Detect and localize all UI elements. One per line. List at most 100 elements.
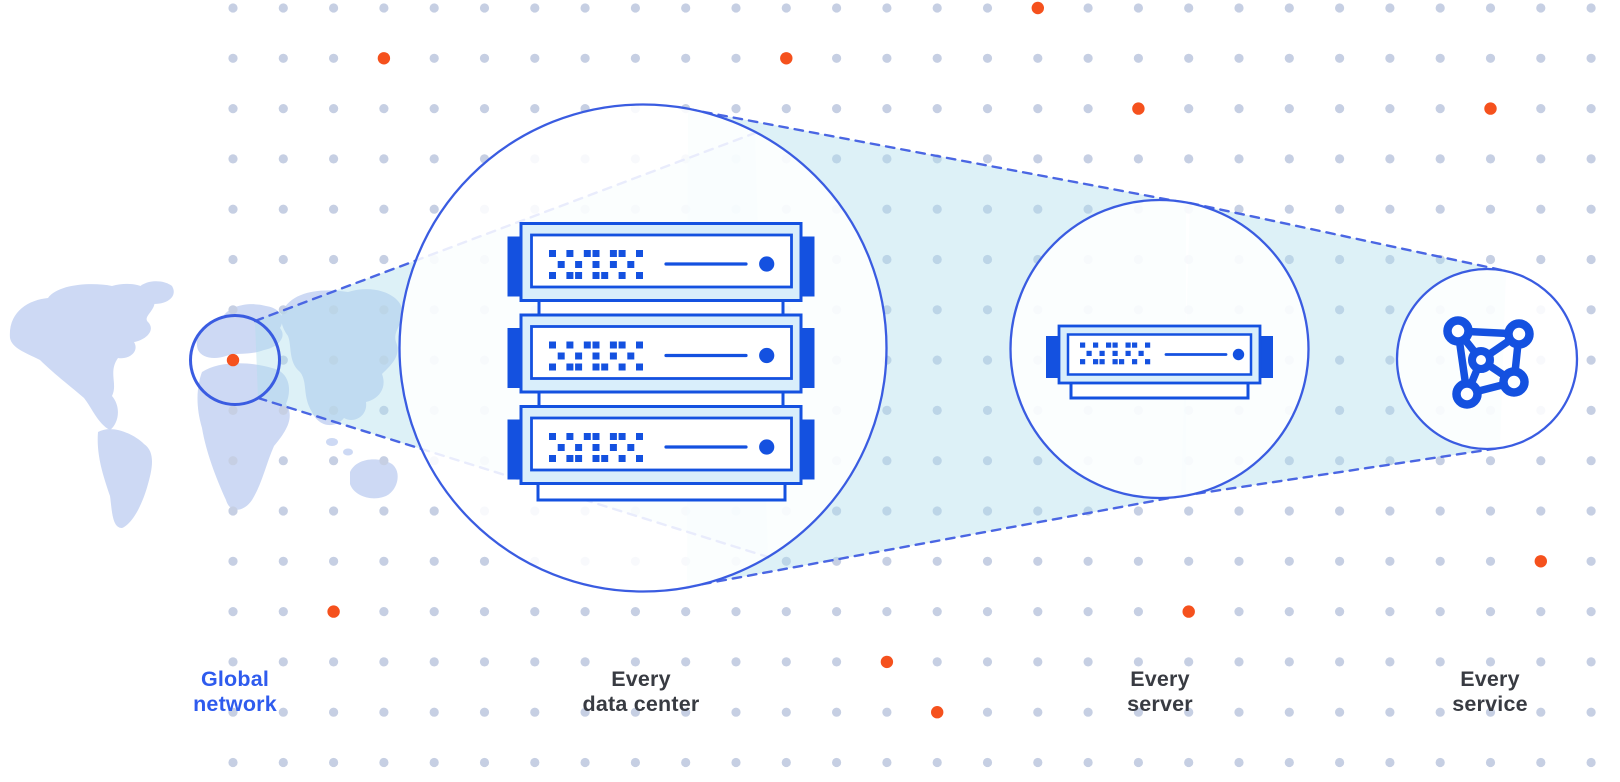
grid-dot [228, 757, 238, 768]
grid-dot [379, 305, 389, 315]
grid-dot [1083, 607, 1093, 617]
label-every-service: Every service [1452, 667, 1528, 716]
grid-dot [1033, 506, 1043, 516]
grid-dot [1586, 757, 1596, 768]
grid-dot [1586, 456, 1596, 466]
grid-dot [1033, 204, 1043, 214]
grid-dot [1133, 506, 1143, 516]
grid-dot [1335, 405, 1345, 415]
grid-dot [1083, 154, 1093, 164]
grid-dot [1335, 305, 1345, 315]
grid-dot [1284, 707, 1294, 717]
grid-dot [429, 104, 439, 114]
grid-dot [1234, 607, 1244, 617]
grid-dot [329, 405, 339, 415]
grid-dot [329, 506, 339, 516]
grid-dot [1234, 204, 1244, 214]
grid-dot [932, 556, 942, 566]
vent-square [1132, 342, 1138, 348]
grid-dot [429, 757, 439, 768]
accent-dot [1182, 605, 1195, 618]
grid-dot [630, 607, 641, 617]
grid-dot [781, 757, 791, 768]
grid-dot [630, 53, 641, 63]
accent-dot [1484, 102, 1497, 115]
grid-dot [630, 757, 641, 768]
accent-dot [1031, 1, 1045, 15]
grid-dot [1485, 506, 1496, 516]
grid-dot [1284, 53, 1294, 63]
grid-dot [1284, 456, 1294, 466]
grid-dot [278, 657, 288, 667]
grid-dot [228, 707, 238, 717]
grid-dot [882, 104, 892, 114]
vent-square [1132, 359, 1138, 365]
grid-dot [228, 104, 238, 114]
grid-dot [1485, 53, 1496, 63]
grid-dot [1485, 556, 1496, 566]
grid-dot [681, 607, 691, 617]
grid-dot [1385, 154, 1395, 164]
grid-dot [1435, 154, 1445, 164]
grid-dot [228, 3, 238, 13]
grid-dot [329, 254, 339, 265]
grid-dot [379, 607, 389, 617]
grid-dot [882, 556, 892, 566]
grid-dot [1485, 204, 1496, 214]
grid-dot [1184, 154, 1194, 164]
grid-dot [932, 456, 942, 466]
zoom-dashed-line [686, 107, 1188, 205]
grid-dot [1335, 456, 1345, 466]
grid-dot [1586, 506, 1596, 516]
grid-dot [228, 506, 238, 516]
mesh-node [1504, 319, 1534, 349]
grid-dot [329, 204, 339, 214]
grid-dot [1586, 355, 1596, 365]
grid-dot [1033, 757, 1043, 768]
grid-dot [882, 3, 892, 13]
grid-dot [228, 254, 238, 265]
grid-dot [1284, 506, 1294, 516]
grid-dot [278, 3, 288, 13]
vent-square [1112, 350, 1118, 356]
grid-dot [1083, 53, 1093, 63]
grid-dot [1536, 757, 1546, 768]
grid-dot [932, 104, 942, 114]
map-greenland [136, 281, 174, 304]
grid-dot [379, 556, 389, 566]
mesh-node [1452, 379, 1482, 409]
grid-dot [982, 707, 993, 717]
grid-dot [982, 53, 993, 63]
mesh-node [1499, 367, 1529, 397]
grid-dot [228, 405, 238, 415]
grid-dot [379, 506, 389, 516]
grid-dot [278, 707, 288, 717]
grid-dot [228, 456, 238, 466]
server-left-tab [1046, 336, 1060, 378]
grid-dot [1335, 254, 1345, 265]
grid-dot [1083, 757, 1093, 768]
grid-dot [278, 607, 288, 617]
grid-dot [1284, 657, 1294, 667]
grid-dot [329, 456, 339, 466]
grid-dot [329, 154, 339, 164]
grid-dot [1435, 657, 1445, 667]
grid-dot [278, 355, 288, 365]
grid-dot [1335, 53, 1345, 63]
grid-dot [832, 506, 842, 516]
grid-dot [1435, 707, 1445, 717]
map-north-america [9, 283, 155, 430]
grid-dot [982, 506, 993, 516]
grid-dot [932, 506, 942, 516]
vent-square [1145, 359, 1151, 365]
grid-dot [1083, 556, 1093, 566]
grid-dot [329, 757, 339, 768]
mesh-node-center [1468, 347, 1494, 373]
grid-dot [1133, 757, 1143, 768]
map-south-america [97, 429, 152, 528]
grid-dot [1385, 607, 1395, 617]
grid-dot [1083, 204, 1093, 214]
grid-dot [278, 104, 288, 114]
grid-dot [882, 154, 892, 164]
vent-square [1086, 350, 1092, 356]
